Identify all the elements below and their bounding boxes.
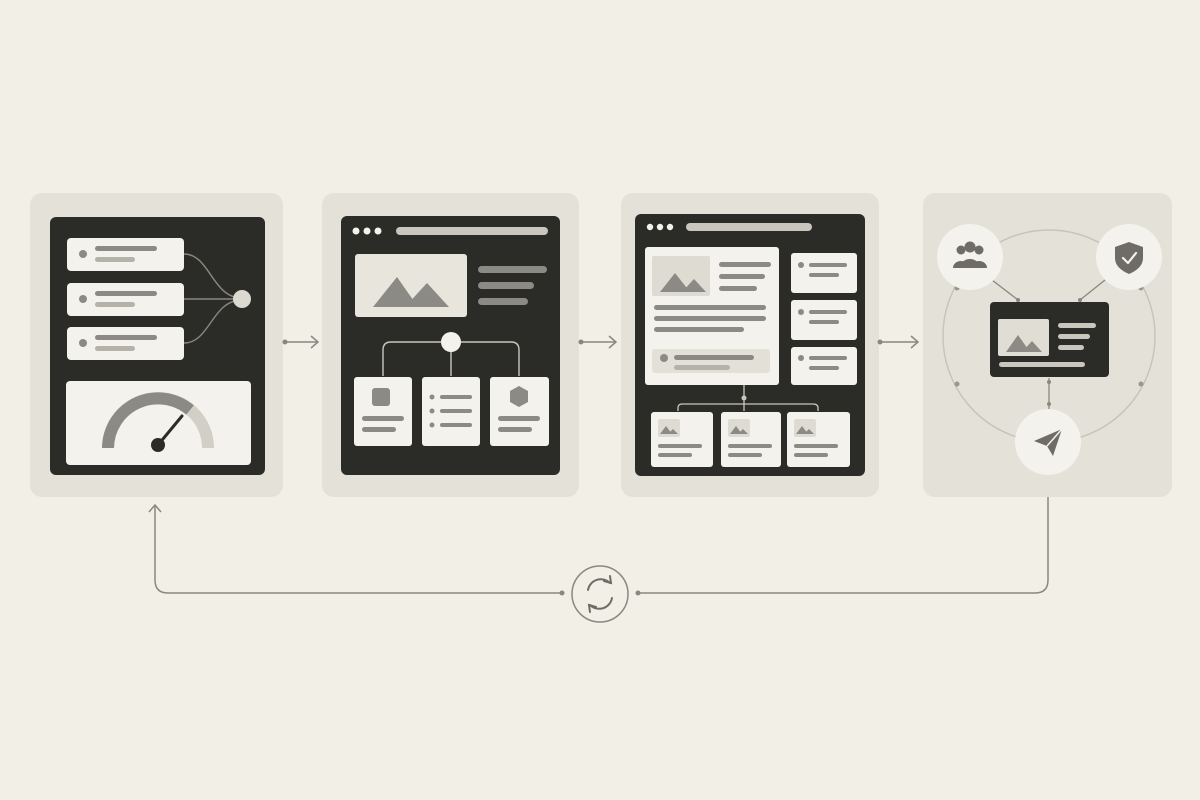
card-square: [354, 377, 412, 446]
spoke-connector: [991, 279, 1106, 412]
list-card: [67, 238, 184, 271]
image-icon: [660, 273, 706, 292]
feedback-loop: [148, 497, 1049, 596]
send-icon: [1034, 428, 1063, 456]
list-icon: [429, 394, 472, 428]
sidebar-card: [791, 347, 857, 385]
flow-arrow: [578, 335, 618, 349]
article: [645, 247, 779, 385]
gauge-fill: [102, 392, 194, 449]
image-icon: [660, 426, 678, 434]
thumbnail-card: [721, 412, 781, 467]
card-list: [422, 377, 480, 446]
text-lines: [478, 266, 547, 305]
card-hexagon: [490, 377, 549, 446]
hexagon-icon: [510, 386, 528, 407]
list-card: [67, 283, 184, 316]
stage-page-layout: [322, 193, 579, 497]
image-icon: [373, 277, 449, 307]
bullet-dot: [79, 339, 87, 347]
flow-arrow: [282, 335, 320, 349]
image-icon: [730, 426, 748, 434]
preview-card: [990, 302, 1109, 377]
team-icon: [953, 241, 987, 268]
browser-dots: [646, 223, 674, 231]
sidebar-card: [791, 253, 857, 293]
thumbnail-connector: [677, 385, 819, 411]
stage-content-page: [621, 193, 879, 497]
tree-hub: [441, 332, 461, 352]
bullet-dot: [79, 250, 87, 258]
shield-check-icon: [1115, 242, 1143, 274]
stage-distribution: [923, 193, 1172, 497]
refresh-icon: [587, 575, 613, 613]
team-node: [937, 224, 1003, 290]
gauge: [66, 381, 251, 465]
sidebar-card: [791, 300, 857, 340]
square-icon: [372, 388, 390, 406]
address-bar: [396, 227, 548, 235]
stage-dashboard: [30, 193, 283, 497]
gauge-icon: [151, 414, 184, 452]
flow-arrow: [877, 335, 920, 349]
thumbnail-card: [787, 412, 850, 467]
image-icon: [1006, 335, 1042, 352]
bullet-dot: [79, 295, 87, 303]
loop-node: [571, 565, 629, 623]
security-node: [1096, 224, 1162, 290]
merge-node: [233, 290, 251, 308]
image-icon: [796, 426, 814, 434]
address-bar: [686, 223, 812, 231]
hero-image: [355, 254, 467, 317]
thumbnail-card: [651, 412, 713, 467]
send-node: [1015, 409, 1081, 475]
browser-dots: [352, 227, 382, 235]
list-card: [67, 327, 184, 360]
